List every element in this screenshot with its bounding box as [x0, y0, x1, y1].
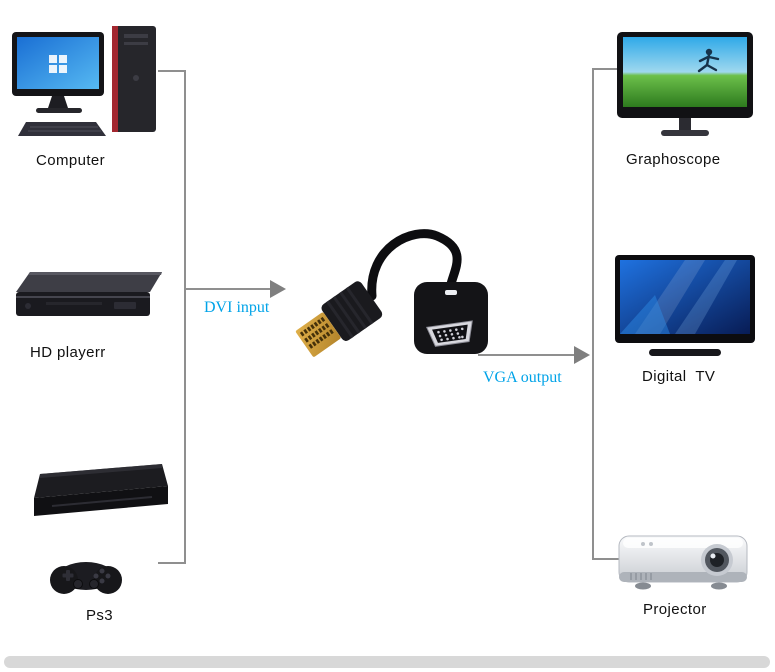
bottom-shadow-bar [4, 656, 770, 668]
ps3-image [12, 452, 172, 604]
computer-image [12, 26, 164, 146]
dvi-arrow-head [270, 280, 286, 298]
hd-player-label: HD playerr [30, 344, 106, 361]
dvi-input-label: DVI input [204, 299, 270, 316]
vga-output-label: VGA output [483, 369, 562, 386]
graphoscope-label: Graphoscope [626, 151, 721, 168]
projector-label: Projector [643, 601, 707, 618]
source-bracket-tick-top [158, 70, 186, 72]
dvi-arrow-line [184, 288, 270, 290]
digital-tv-image [615, 255, 755, 361]
output-bracket-line [592, 68, 594, 560]
vga-arrow-head [574, 346, 590, 364]
adapter-image [282, 208, 507, 376]
output-bracket-tick-bottom [592, 558, 620, 560]
computer-label: Computer [36, 152, 106, 169]
output-bracket-tick-top [592, 68, 620, 70]
ps3-label: Ps3 [86, 607, 114, 624]
source-bracket-tick-bottom [158, 562, 186, 564]
projector-image [615, 522, 751, 598]
vga-arrow-line [478, 354, 574, 356]
hd-player-image [10, 266, 168, 334]
source-bracket-line [184, 70, 186, 564]
digital-tv-label: Digital TV [642, 368, 716, 385]
graphoscope-image [617, 32, 753, 146]
